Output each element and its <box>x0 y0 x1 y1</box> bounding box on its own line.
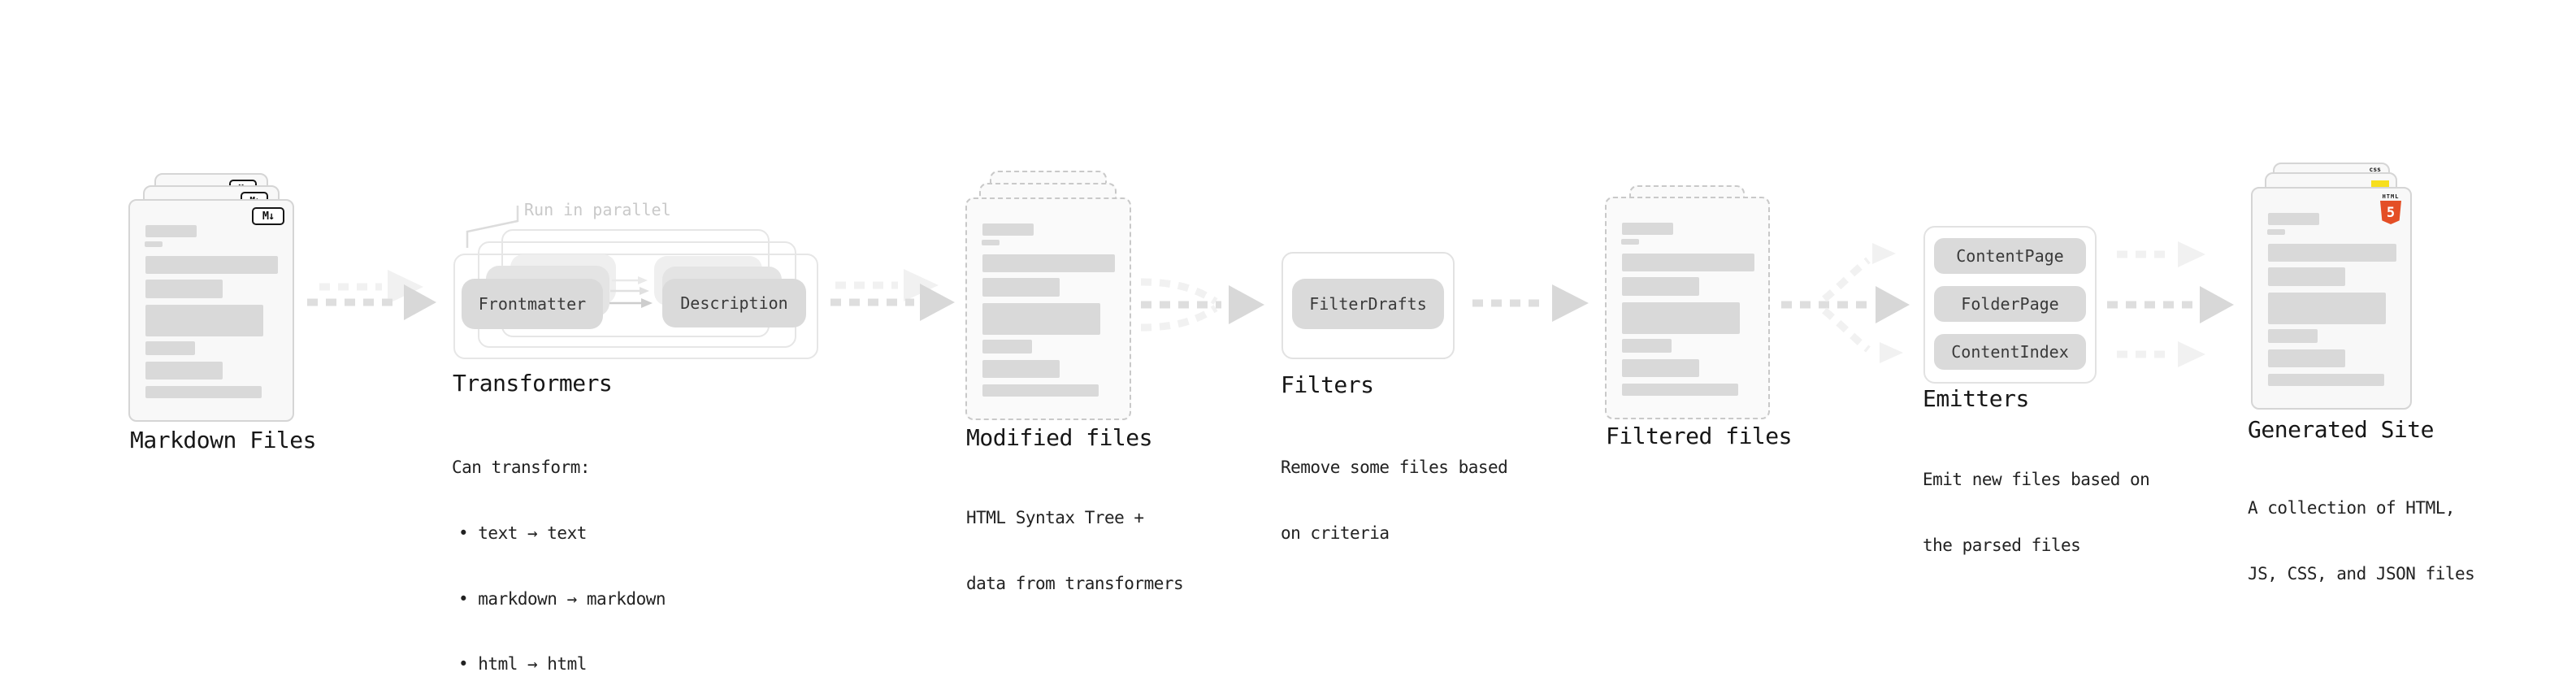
text-line <box>982 254 1115 272</box>
arrow-filtered-to-emitters <box>1781 243 1910 363</box>
generated-site-title: Generated Site <box>2248 416 2435 443</box>
filters-desc-line: on criteria <box>1281 523 1390 543</box>
text-line <box>2268 293 2386 324</box>
text-line <box>982 240 1000 245</box>
text-line <box>145 341 195 355</box>
filtered-file-card-front <box>1605 197 1770 419</box>
emitters-desc-line: Emit new files based on <box>1923 470 2150 489</box>
text-line <box>982 360 1060 378</box>
filters-description: Remove some files based on criteria <box>1281 413 1508 588</box>
text-line <box>982 278 1060 297</box>
transformers-title: Transformers <box>453 370 613 397</box>
arrow-modified-to-filters <box>1140 278 1264 332</box>
generated-site-description: A collection of HTML, JS, CSS, and JSON … <box>2248 453 2475 629</box>
text-line <box>2267 229 2285 235</box>
text-line <box>1622 384 1738 396</box>
content-page-pill: ContentPage <box>1934 238 2086 274</box>
arrow-filters-to-filtered <box>1472 284 1589 322</box>
text-line <box>2268 329 2318 343</box>
text-line <box>1622 223 1673 235</box>
transformers-description: Can transform: • text → text • markdown … <box>452 413 666 681</box>
text-line <box>2268 267 2345 286</box>
run-in-parallel-leader-line <box>466 206 519 248</box>
modified-desc-line: data from transformers <box>966 574 1184 593</box>
run-in-parallel-label: Run in parallel <box>524 200 671 219</box>
text-line <box>982 303 1100 335</box>
text-line <box>145 256 278 274</box>
transform-bullet: • text → text <box>458 523 587 543</box>
modified-files-description: HTML Syntax Tree + data from transformer… <box>966 463 1184 639</box>
html5-icon-shield: 5 <box>2380 201 2401 224</box>
filtered-files-title: Filtered files <box>1606 423 1793 449</box>
text-line <box>2268 213 2319 225</box>
transformer-container-front <box>453 254 818 359</box>
modified-desc-line: HTML Syntax Tree + <box>966 508 1144 527</box>
transformers-desc-lead: Can transform: <box>452 458 591 477</box>
text-line <box>145 241 163 247</box>
filters-desc-line: Remove some files based <box>1281 458 1508 477</box>
content-index-pill: ContentIndex <box>1934 334 2086 370</box>
generated-desc-line: JS, CSS, and JSON files <box>2248 564 2475 583</box>
text-line <box>145 225 197 237</box>
emitters-description: Emit new files based on the parsed files <box>1923 425 2150 601</box>
text-line <box>1621 239 1639 245</box>
arrow-transformers-to-modified <box>830 269 955 321</box>
emitters-title: Emitters <box>1923 385 2029 412</box>
markdown-files-title: Markdown Files <box>130 427 317 453</box>
html5-icon-word: HTML <box>2382 193 2400 200</box>
transform-bullet: • html → html <box>458 654 587 674</box>
frontmatter-pill: Frontmatter <box>462 279 603 329</box>
js-icon <box>2371 180 2389 189</box>
text-line <box>1622 302 1740 334</box>
parallel-step-arrows <box>609 276 653 308</box>
filter-drafts-pill: FilterDrafts <box>1292 279 1444 329</box>
text-line <box>2268 244 2396 262</box>
arrow-markdown-to-transformers <box>307 270 436 320</box>
text-line <box>1622 339 1672 353</box>
html5-icon: HTML 5 <box>2379 193 2402 224</box>
modified-file-card-front <box>965 197 1131 420</box>
text-line <box>1622 359 1699 377</box>
text-line <box>982 340 1032 354</box>
arrow-emitters-to-generated <box>2107 241 2234 367</box>
text-line <box>145 362 223 380</box>
description-pill: Description <box>662 279 806 327</box>
folder-page-pill: FolderPage <box>1934 286 2086 322</box>
text-line <box>145 280 223 298</box>
text-line <box>982 384 1099 397</box>
text-line <box>145 305 263 336</box>
text-line <box>2268 349 2345 367</box>
text-line <box>145 386 262 398</box>
modified-files-title: Modified files <box>966 424 1153 451</box>
generated-desc-line: A collection of HTML, <box>2248 498 2456 518</box>
markdown-file-card-front: M↓ <box>128 199 294 422</box>
text-line <box>982 223 1034 236</box>
text-line <box>1622 277 1699 296</box>
transform-bullet: • markdown → markdown <box>458 588 666 609</box>
generated-file-card-html: HTML 5 <box>2251 187 2412 410</box>
text-line <box>1622 254 1754 271</box>
emitters-desc-line: the parsed files <box>1923 536 2081 555</box>
markdown-icon: M↓ <box>252 207 284 225</box>
filters-title: Filters <box>1281 371 1374 398</box>
text-line <box>2268 374 2384 386</box>
